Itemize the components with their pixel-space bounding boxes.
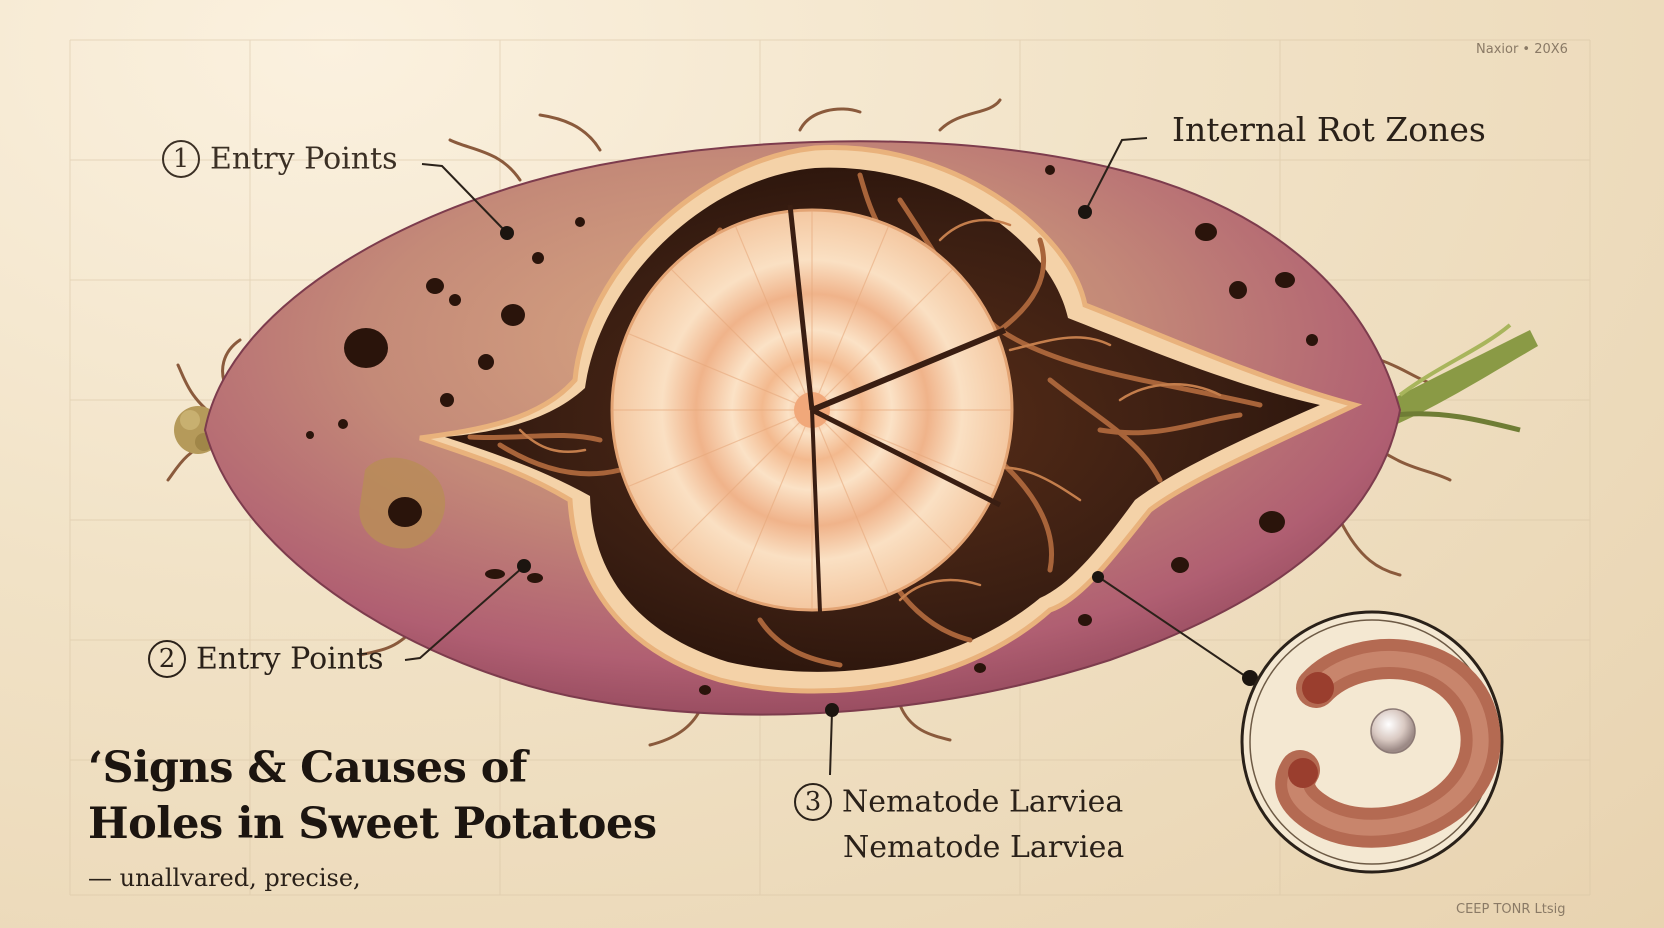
flesh-cross-section bbox=[610, 204, 1014, 613]
diagram-title: ‘Signs & Causes of Holes in Sweet Potato… bbox=[88, 740, 657, 852]
stem-end-icon bbox=[1390, 323, 1538, 433]
entry-points-label-2: 2 Entry Points bbox=[148, 640, 384, 678]
diagram-subtitle: — unallvared, precise, bbox=[88, 864, 361, 892]
callout-number-2: 2 bbox=[148, 640, 186, 678]
corner-text-bottom-right: CEEP TONR Ltsig bbox=[1456, 902, 1566, 917]
corner-text-top-right: Naxior • 20X6 bbox=[1476, 42, 1568, 57]
callout-number-3: 3 bbox=[794, 783, 832, 821]
entry-points-text-1: Entry Points bbox=[210, 141, 398, 177]
damaged-patch bbox=[359, 457, 543, 583]
title-line-2: Holes in Sweet Potatoes bbox=[88, 799, 657, 849]
leader-lines bbox=[404, 137, 1249, 776]
leader-dots bbox=[500, 205, 1258, 717]
nematode-inset bbox=[1240, 610, 1504, 874]
internal-rot-zones-label: Internal Rot Zones bbox=[1172, 110, 1486, 149]
entry-points-label-1: 1 Entry Points bbox=[162, 140, 398, 178]
entry-points-text-2: Entry Points bbox=[196, 641, 384, 677]
nematode-text: Nematode Larviea bbox=[842, 784, 1124, 820]
surface-holes bbox=[306, 165, 1318, 695]
title-line-1: ‘Signs & Causes of bbox=[88, 743, 527, 793]
callout-number-1: 1 bbox=[162, 140, 200, 178]
nematode-larvae-label: 3 Nematode Larviea bbox=[794, 783, 1123, 821]
nematode-larvae-label-repeat: Nematode Larviea bbox=[843, 830, 1125, 865]
